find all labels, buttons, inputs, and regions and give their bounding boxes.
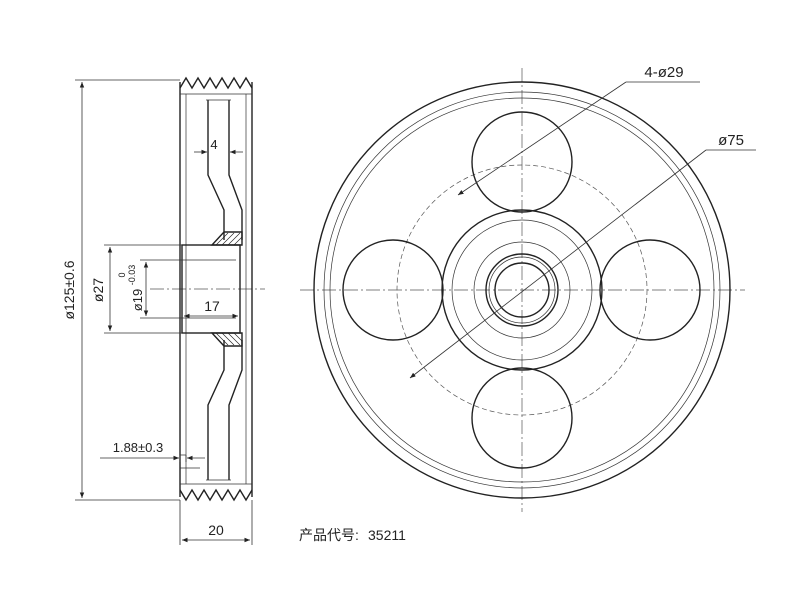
bottom-grooves [179,488,253,502]
leader-holes [457,81,627,196]
label-groove-offset: 1.88±0.3 [113,440,164,455]
label-bore-tol-lower: -0.03 [127,265,137,286]
hub-body [181,244,241,334]
label-bore-diameter: ø19 [130,289,145,311]
product-code-value: 35211 [368,527,406,543]
hole-left [342,239,444,341]
hub-flange-bottom [210,332,243,347]
label-bore-tol-upper: 0 [117,272,127,277]
bore-circle [494,262,550,318]
hub-circle-3 [473,241,571,339]
hub-circle-4 [485,253,559,327]
rim-inner-circle-2 [329,97,715,483]
label-pcd: ø75 [718,132,744,149]
front-view [300,68,745,512]
web-upper [207,100,243,240]
outer-rim-circle [313,81,731,499]
hub-flange-top [210,231,243,246]
hatching [215,232,243,346]
section-view [150,76,265,502]
section-dimensions: ø125±0.6 ø27 ø19 0 -0.03 17 4 1.88±0.3 2… [61,79,253,545]
top-grooves [179,76,253,90]
rim-inner-circle [323,91,721,489]
product-code-label: 产品代号: [299,527,359,543]
hub-outer-circle [441,209,603,371]
hole-top [471,111,573,213]
label-outer-diameter: ø125±0.6 [61,260,77,319]
front-dimensions: 4-ø29 ø75 [409,64,756,379]
hole-right [599,239,701,341]
hub-circle-2 [451,219,593,361]
web-lower [207,340,243,480]
label-holes: 4-ø29 [644,64,683,81]
leader-pcd [409,149,707,379]
bore-chamfer-circle [488,256,556,324]
shoulder-lines [180,454,200,469]
pitch-circle [396,164,648,416]
hole-bottom [471,367,573,469]
rim-inner-lines [185,94,247,484]
rim-outline [179,82,253,497]
label-web-thickness: 4 [210,137,217,152]
web-ends [206,99,231,481]
label-hub-diameter: ø27 [90,278,106,302]
label-hub-width: 17 [204,298,220,314]
label-overall-width: 20 [208,522,224,538]
